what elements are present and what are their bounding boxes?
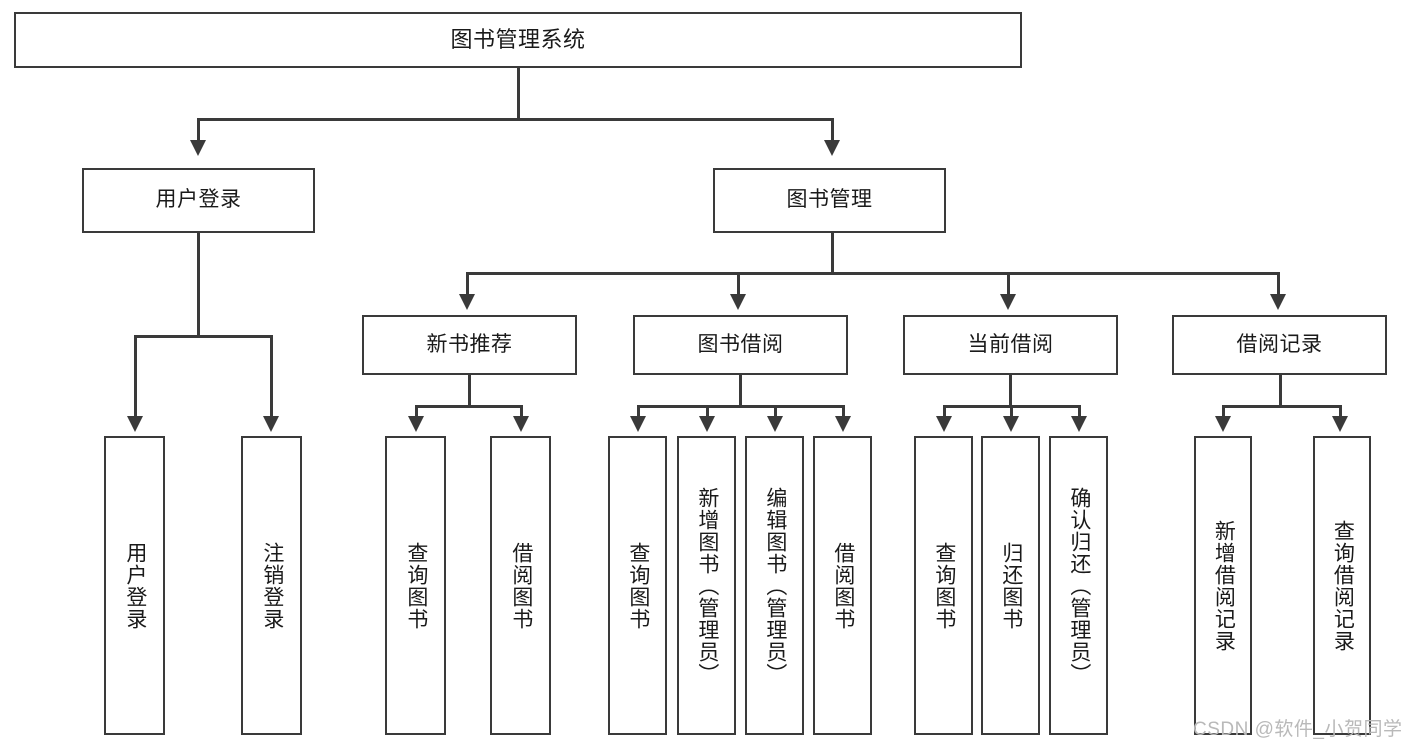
node-label: 用户登录	[155, 188, 242, 212]
edge-book-borrow-drop-2	[706, 405, 709, 418]
arrow-to-current-borrow	[1000, 294, 1016, 310]
leaf-edit-book-admin[interactable]: 编辑图书（管理员）	[745, 436, 804, 735]
edge-level2-drop-user-login	[197, 118, 200, 142]
leaf-label: 新增借阅记录	[1212, 519, 1236, 652]
edge-borrow-record-drop-2	[1339, 405, 1342, 418]
edge-current-borrow-stem	[1009, 375, 1012, 405]
csdn-watermark: CSDN @软件_小贺同学	[1193, 719, 1403, 740]
leaf-label: 查询图书	[404, 541, 428, 630]
edge-borrow-record-stem	[1279, 375, 1282, 405]
edge-user-login-drop-2	[270, 335, 273, 418]
arrow-to-leaf-query-book-a	[408, 416, 424, 432]
edge-level3-drop-book-borrow	[737, 272, 740, 296]
leaf-label: 注销登录	[260, 541, 284, 630]
arrow-to-leaf-logout	[263, 416, 279, 432]
arrow-to-leaf-return-book	[1003, 416, 1019, 432]
arrow-to-leaf-confirm-return	[1071, 416, 1087, 432]
edge-level3-drop-borrow-record	[1277, 272, 1280, 296]
arrow-to-leaf-user-login	[127, 416, 143, 432]
arrow-to-leaf-add-borrow-record	[1215, 416, 1231, 432]
arrow-to-book-management	[824, 140, 840, 156]
node-borrow-record[interactable]: 借阅记录	[1172, 315, 1387, 375]
edge-book-borrow-drop-1	[637, 405, 640, 418]
leaf-label: 查询图书	[932, 541, 956, 630]
leaf-borrow-book[interactable]: 借阅图书	[813, 436, 872, 735]
arrow-to-borrow-record	[1270, 294, 1286, 310]
node-user-login[interactable]: 用户登录	[82, 168, 315, 233]
edge-new-book-stem	[468, 375, 471, 405]
leaf-query-book-borrow[interactable]: 查询图书	[608, 436, 667, 735]
leaf-query-book-new-book[interactable]: 查询图书	[385, 436, 446, 735]
arrow-to-book-borrow	[730, 294, 746, 310]
edge-level3-bus	[466, 272, 1280, 275]
leaf-label: 查询图书	[626, 541, 650, 630]
leaf-label: 新增图书（管理员）	[695, 486, 719, 685]
arrow-to-leaf-add-book	[699, 416, 715, 432]
edge-book-borrow-drop-4	[842, 405, 845, 418]
edge-borrow-record-drop-1	[1222, 405, 1225, 418]
edge-level2-bus	[197, 118, 834, 121]
arrow-to-leaf-query-book-b	[630, 416, 646, 432]
edge-new-book-drop-1	[415, 405, 418, 418]
leaf-label: 借阅图书	[831, 541, 855, 630]
node-root-book-management-system[interactable]: 图书管理系统	[14, 12, 1022, 68]
leaf-label: 用户登录	[123, 541, 147, 630]
leaf-return-book[interactable]: 归还图书	[981, 436, 1040, 735]
arrow-to-leaf-edit-book	[767, 416, 783, 432]
edge-current-borrow-drop-1	[943, 405, 946, 418]
node-label: 新书推荐	[426, 332, 513, 356]
node-new-book-recommendation[interactable]: 新书推荐	[362, 315, 577, 375]
leaf-query-book-current[interactable]: 查询图书	[914, 436, 973, 735]
arrow-to-leaf-query-borrow-record	[1332, 416, 1348, 432]
arrow-to-leaf-borrow-book-b	[835, 416, 851, 432]
edge-new-book-bus	[415, 405, 523, 408]
leaf-confirm-return-admin[interactable]: 确认归还（管理员）	[1049, 436, 1108, 735]
edge-book-borrow-drop-3	[774, 405, 777, 418]
leaf-label: 确认归还（管理员）	[1067, 486, 1091, 685]
edge-new-book-drop-2	[520, 405, 523, 418]
arrow-to-new-book-recommendation	[459, 294, 475, 310]
node-label: 图书管理	[786, 188, 873, 212]
leaf-user-login[interactable]: 用户登录	[104, 436, 165, 735]
node-current-borrow[interactable]: 当前借阅	[903, 315, 1118, 375]
edge-level3-drop-current-borrow	[1007, 272, 1010, 296]
edge-book-management-stem	[831, 233, 834, 272]
leaf-query-borrow-record[interactable]: 查询借阅记录	[1313, 436, 1371, 735]
arrow-to-leaf-query-book-c	[936, 416, 952, 432]
edge-level3-drop-new-book	[466, 272, 469, 296]
edge-book-borrow-bus	[637, 405, 845, 408]
leaf-label: 归还图书	[999, 541, 1023, 630]
edge-user-login-bus	[134, 335, 273, 338]
leaf-label: 编辑图书（管理员）	[763, 486, 787, 685]
node-label: 当前借阅	[967, 332, 1054, 356]
arrow-to-user-login	[190, 140, 206, 156]
node-label: 借阅记录	[1236, 332, 1323, 356]
leaf-logout[interactable]: 注销登录	[241, 436, 302, 735]
leaf-label: 借阅图书	[509, 541, 533, 630]
node-label: 图书借阅	[697, 332, 784, 356]
edge-book-borrow-stem	[739, 375, 742, 405]
node-label: 图书管理系统	[450, 27, 586, 53]
leaf-add-book-admin[interactable]: 新增图书（管理员）	[677, 436, 736, 735]
arrow-to-leaf-borrow-book-a	[513, 416, 529, 432]
edge-user-login-drop-1	[134, 335, 137, 418]
node-book-borrow[interactable]: 图书借阅	[633, 315, 848, 375]
edge-current-borrow-drop-2	[1010, 405, 1013, 418]
edge-user-login-stem	[197, 233, 200, 335]
leaf-add-borrow-record[interactable]: 新增借阅记录	[1194, 436, 1252, 735]
edge-root-stem	[517, 68, 520, 118]
edge-borrow-record-bus	[1222, 405, 1340, 408]
edge-level2-drop-book-management	[831, 118, 834, 142]
edge-current-borrow-drop-3	[1078, 405, 1081, 418]
node-book-management[interactable]: 图书管理	[713, 168, 946, 233]
leaf-borrow-book-new-book[interactable]: 借阅图书	[490, 436, 551, 735]
leaf-label: 查询借阅记录	[1331, 519, 1355, 652]
